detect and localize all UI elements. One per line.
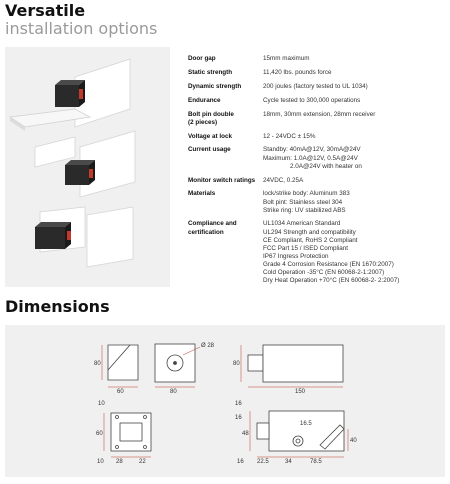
spec-row: Bolt pin double(2 pieces) 18mm, 30mm exte…	[188, 111, 445, 127]
spec-label: Bolt pin double(2 pieces)	[188, 110, 234, 126]
dim-label: 150	[295, 389, 306, 395]
technical-drawings: 80 60 80 Ø 28 80 150 10 60 10 28 22 16 1…	[94, 343, 357, 465]
spec-value: 200 joules (factory tested to UL 1034)	[263, 82, 368, 90]
dim-label: Ø 28	[201, 343, 215, 349]
spec-value: 11,420 lbs. pounds force	[263, 68, 332, 76]
dim-label: 22.5	[257, 459, 269, 465]
spec-row: Current usage Standby: 40mA@12V, 30mA@24V…	[188, 146, 445, 170]
dim-label: 80	[233, 361, 240, 367]
front-view-drawing	[154, 343, 201, 388]
dim-label: 48	[242, 431, 249, 437]
page-title: Versatile	[5, 1, 86, 20]
dim-label: 16	[235, 415, 242, 421]
dim-label: 40	[350, 438, 357, 444]
spec-label: Current usage	[188, 146, 231, 154]
installation-illustration-2	[34, 130, 136, 198]
spec-row: Dynamic strength 200 joules (factory test…	[188, 83, 445, 91]
dim-label: 10	[97, 459, 104, 465]
spec-row: Monitor switch ratings 24VDC, 0.25A	[188, 177, 445, 185]
spec-label: Endurance	[188, 96, 221, 104]
strike-view-drawing	[249, 410, 349, 458]
spec-value: 24VDC, 0.25A	[263, 176, 304, 184]
dim-label: 34	[285, 459, 292, 465]
dim-label: 78.5	[310, 459, 322, 465]
installation-illustration-1	[8, 58, 131, 131]
spec-label: Dynamic strength	[188, 82, 242, 90]
spec-row: Endurance Cycle tested to 300,000 operati…	[188, 97, 445, 105]
dim-label: 80	[170, 389, 177, 395]
spec-value: 18mm, 30mm extension, 28mm receiver	[263, 110, 376, 118]
spec-value: 15mm maximum	[263, 55, 310, 62]
spec-label: Monitor switch ratings	[188, 176, 256, 184]
spec-label: Static strength	[188, 68, 233, 76]
dim-label: 22	[139, 459, 146, 465]
dim-label: 60	[96, 431, 103, 437]
spec-row: Door gap 15mm maximum	[188, 55, 445, 63]
dim-label: 16	[235, 401, 242, 407]
dim-label: 10	[98, 401, 105, 407]
spec-row: Voltage at lock 12 - 24VDC ± 15%	[188, 133, 445, 141]
spec-label: Door gap	[188, 55, 216, 62]
spec-label: Voltage at lock	[188, 132, 232, 140]
lock-installation-illustrations	[8, 58, 136, 268]
dim-label: 16.5	[300, 421, 312, 427]
bottom-view-drawing	[103, 412, 152, 458]
spec-value: Cycle tested to 300,000 operations	[263, 96, 361, 104]
dim-label: 60	[117, 389, 124, 395]
side-view-drawing	[101, 344, 139, 388]
dimensions-heading: Dimensions	[5, 297, 110, 316]
dim-label: 80	[94, 361, 101, 367]
spec-value: 12 - 24VDC ± 15%	[263, 132, 316, 140]
spec-row: Static strength 11,420 lbs. pounds force	[188, 69, 445, 77]
length-view-drawing	[240, 344, 344, 388]
dim-label: 28	[116, 459, 123, 465]
dim-label: 16	[237, 459, 244, 465]
product-image-panel	[5, 47, 170, 287]
installation-illustration-3	[35, 206, 134, 268]
page-subtitle: installation options	[5, 19, 158, 38]
spec-label: Materials	[188, 190, 216, 198]
dimensions-drawing-panel: 80 60 80 Ø 28 80 150 10 60 10 28 22 16 1…	[5, 325, 445, 477]
